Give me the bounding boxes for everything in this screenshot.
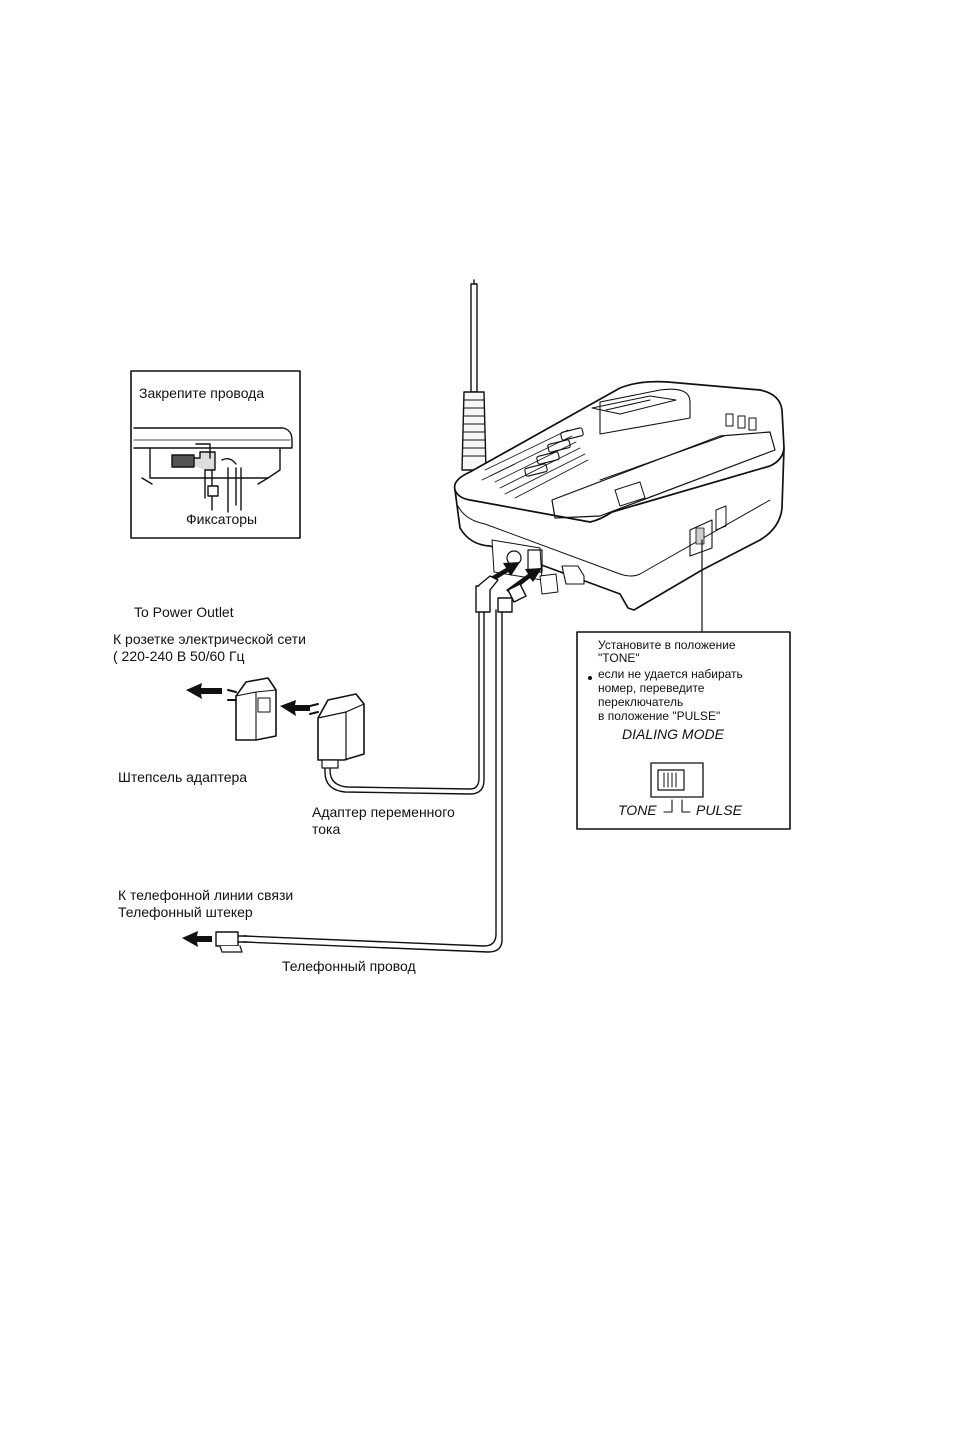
inset-caption: Фиксаторы: [186, 511, 258, 527]
telephone-plug: [215, 931, 247, 953]
dialing-mode-title: DIALING MODE: [622, 726, 724, 742]
arrow-to-outlet: [186, 683, 222, 699]
tone-label: TONE: [618, 802, 657, 818]
dialing-text-1: Установите в положение: [598, 638, 736, 652]
dialing-text-6: в положение "PULSE": [598, 709, 721, 723]
dialing-text-2: "TONE": [598, 651, 640, 665]
power-label-ru-2: ( 220-240 В 50/60 Гц: [113, 648, 245, 664]
power-label-en: To Power Outlet: [134, 604, 234, 620]
dialing-text-3: если не удается набирать: [598, 667, 743, 681]
base-unit: [453, 380, 785, 611]
cables: [243, 575, 527, 953]
adapter-plug: [227, 677, 277, 741]
adapter-label-2: тока: [312, 821, 341, 837]
dialing-text-4: номер, переведите: [598, 681, 705, 695]
arrow-to-adapter: [280, 700, 310, 716]
inset-cable-fastening: [130, 370, 301, 539]
arrow-to-line: [182, 931, 212, 947]
plug-label: Штепсель адаптера: [118, 769, 248, 785]
inset-title: Закрепите провода: [139, 385, 265, 401]
dialing-mode-box: [576, 539, 791, 830]
antenna: [461, 279, 487, 471]
line-label-2: Телефонный штекер: [118, 904, 253, 920]
dialing-text-5: переключатель: [598, 695, 684, 709]
ac-adapter: [309, 693, 365, 769]
pulse-label: PULSE: [696, 802, 742, 818]
adapter-label-1: Адаптер переменного: [312, 804, 455, 820]
line-label-1: К телефонной линии связи: [118, 887, 294, 903]
power-label-ru-1: К розетке электрической сети: [113, 631, 306, 647]
cord-label: Телефонный провод: [282, 958, 416, 974]
